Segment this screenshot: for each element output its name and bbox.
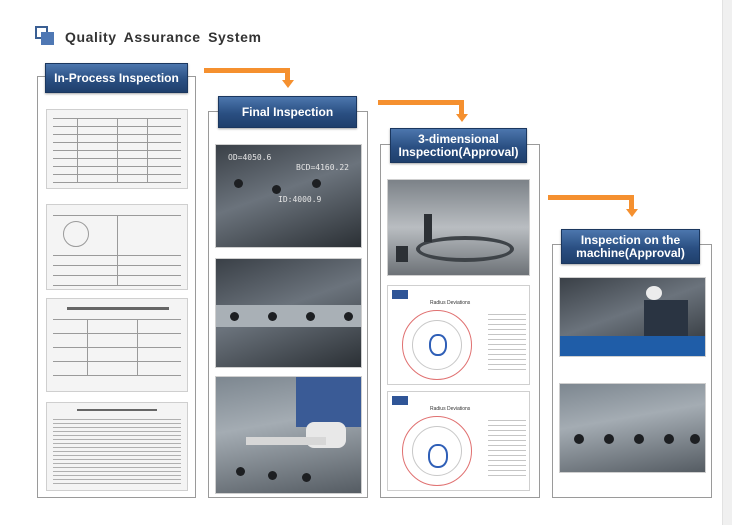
page-scrollbar[interactable] <box>722 0 732 525</box>
final-photo-ring-edge <box>215 258 362 368</box>
page-title: Quality Assurance System <box>65 29 262 45</box>
final-marking-text-2: ID:4000.9 <box>278 195 322 204</box>
flow-arrow-icon <box>378 100 468 124</box>
stage-badge-in-process: In-Process Inspection <box>45 63 188 93</box>
machine-photo-ring-holes <box>559 383 706 473</box>
final-marking-text-1: OD=4050.6 <box>228 153 272 162</box>
stage-machine-frame <box>552 244 712 498</box>
radius-chart-title-2: Radius Deviations <box>430 406 471 412</box>
inspection-sheet-4 <box>46 402 188 491</box>
inspection-sheet-1 <box>46 109 188 189</box>
stage-badge-3d: 3-dimensional Inspection(Approval) <box>390 128 527 163</box>
radius-chart-title-1: Radius Deviations <box>430 300 471 306</box>
stage-final-frame: OD=4050.6 ID:4000.9 BCD=4160.22 <box>208 111 368 498</box>
flow-arrow-icon <box>548 195 638 219</box>
machine-photo-operator <box>559 277 706 357</box>
stage-3d-frame: Radius Deviations Radius Deviations <box>380 144 540 498</box>
stage-in-process-frame <box>37 76 196 498</box>
final-marking-text-3: BCD=4160.22 <box>296 163 349 172</box>
inspection-sheet-2 <box>46 204 188 290</box>
stage-badge-machine: Inspection on the machine(Approval) <box>561 229 700 264</box>
flow-arrow-icon <box>204 68 294 90</box>
final-photo-ring-marking: OD=4050.6 ID:4000.9 BCD=4160.22 <box>215 144 362 248</box>
inspection-sheet-3 <box>46 298 188 392</box>
title-squares-icon <box>35 26 55 46</box>
final-photo-gauge-measure <box>215 376 362 494</box>
3d-photo-cmm-ring <box>387 179 530 276</box>
stage-badge-final: Final Inspection <box>218 96 357 128</box>
3d-radius-chart-2: Radius Deviations <box>387 391 530 491</box>
3d-radius-chart-1: Radius Deviations <box>387 285 530 385</box>
